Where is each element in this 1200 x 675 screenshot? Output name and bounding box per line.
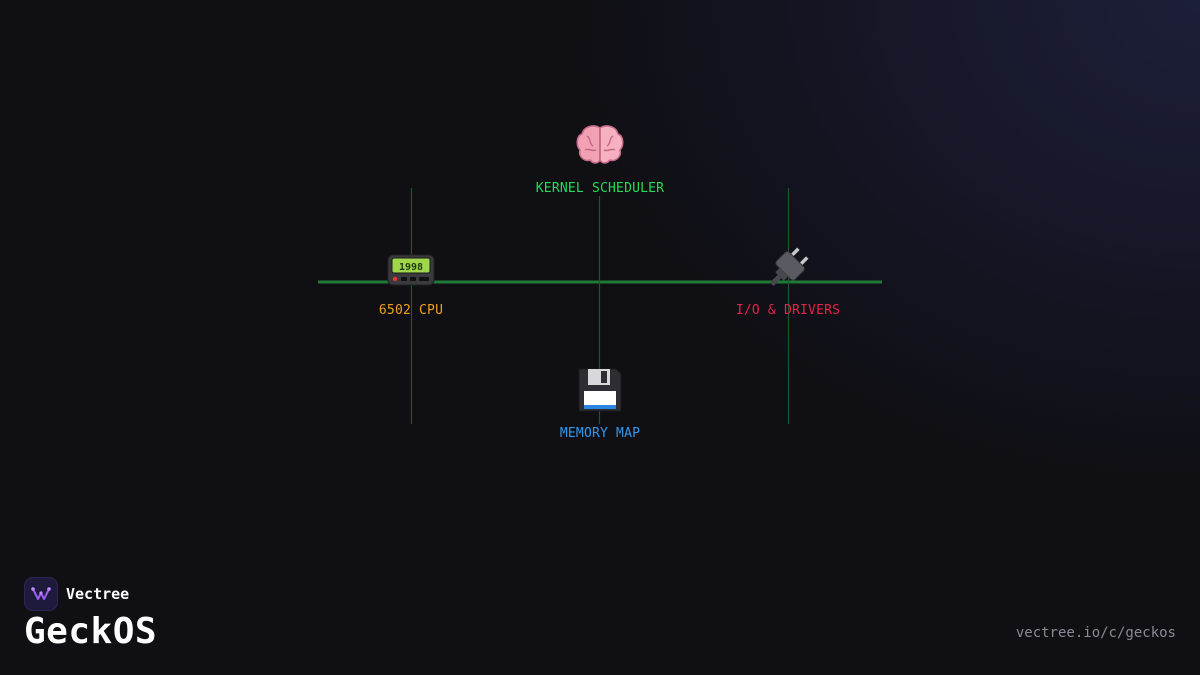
plug-icon xyxy=(758,243,818,293)
footer-url[interactable]: vectree.io/c/geckos xyxy=(1015,625,1176,641)
memory-map-label: MEMORY MAP xyxy=(559,426,641,441)
io-drivers-label: I/O & DRIVERS xyxy=(735,303,841,318)
floppy-disk-icon xyxy=(570,365,630,415)
vectree-logo-icon xyxy=(24,577,58,611)
pager-icon: 1998 xyxy=(381,243,441,293)
brand: Vectree xyxy=(24,577,129,611)
brain-icon xyxy=(570,120,630,170)
svg-text:1998: 1998 xyxy=(399,262,423,273)
product-title: GeckOS xyxy=(24,611,158,652)
kernel-scheduler-label: KERNEL SCHEDULER xyxy=(535,181,665,196)
cpu-label: 6502 CPU xyxy=(378,303,444,318)
brand-name: Vectree xyxy=(66,585,130,603)
